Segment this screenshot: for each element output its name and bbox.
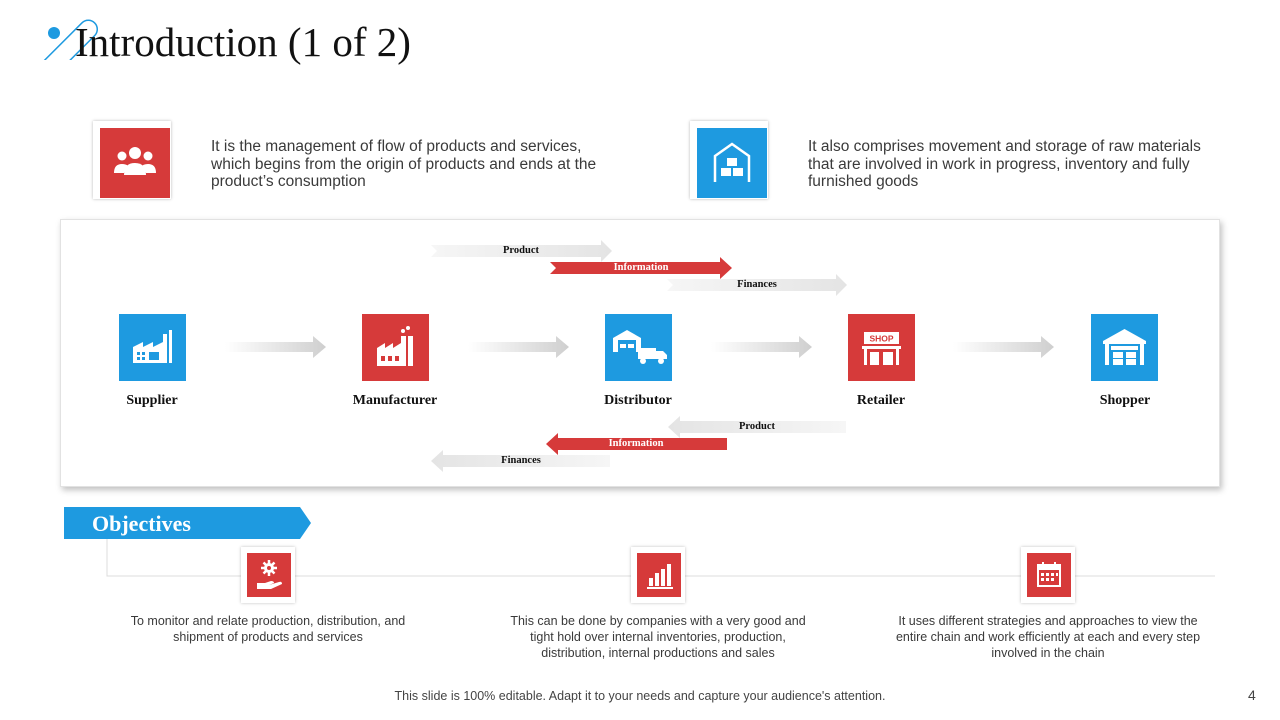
forward-product-label: Product [503,245,539,256]
warehouse-icon [697,128,767,198]
objective-text-2: This can be done by companies with a ver… [510,614,806,660]
arrow-supplier-manufacturer [225,336,326,358]
arrow-distributor-retailer [711,336,812,358]
objective-text-3: It uses different strategies and approac… [895,614,1201,660]
backward-finances-label: Finances [501,455,541,466]
objectives-heading: Objectives [92,511,191,536]
page-number: 4 [1248,687,1256,703]
objective-icon-box-3 [1021,547,1075,603]
backward-finances-arrow [431,450,610,472]
objectives-banner [64,507,311,539]
factory-icon [119,314,186,381]
page-title: Introduction (1 of 2) [75,19,411,65]
forward-finances-arrow [667,274,847,296]
delivery-truck-icon [605,314,672,381]
objective-text-1: To monitor and relate production, distri… [130,614,406,644]
objective-icon-box-2 [631,547,685,603]
node-label-retailer: Retailer [856,393,906,408]
objective-icon-box-1 [241,547,295,603]
shop-icon: SHOP [848,314,915,381]
intro-text-2: It also comprises movement and storage o… [808,138,1201,190]
backward-information-label: Information [608,438,664,449]
backward-product-label: Product [739,421,775,432]
forward-product-arrow [431,240,612,262]
intro-text-1: It is the management of flow of products… [211,138,597,190]
arrow-retailer-shopper [953,336,1054,358]
node-label-manufacturer: Manufacturer [352,393,438,408]
forward-finances-label: Finances [737,279,777,290]
node-label-shopper: Shopper [1099,393,1151,408]
intro-icon-box-2 [690,121,768,199]
forward-information-arrow [550,257,732,279]
node-label-distributor: Distributor [604,393,672,408]
backward-product-arrow [668,416,846,438]
intro-icon-box-1 [93,121,171,199]
bar-chart-icon [637,553,681,597]
calendar-icon [1027,553,1071,597]
node-label-supplier: Supplier [126,393,178,408]
industry-icon [362,314,429,381]
shop-sign-text: SHOP [869,334,893,344]
forward-information-label: Information [613,262,669,273]
footer-note: This slide is 100% editable. Adapt it to… [394,689,886,703]
people-group-icon [100,128,170,198]
arrow-manufacturer-distributor [468,336,569,358]
backward-information-arrow [546,433,727,455]
corner-decoration [34,19,99,60]
storage-house-icon [1091,314,1158,381]
gear-hand-icon [247,553,291,597]
